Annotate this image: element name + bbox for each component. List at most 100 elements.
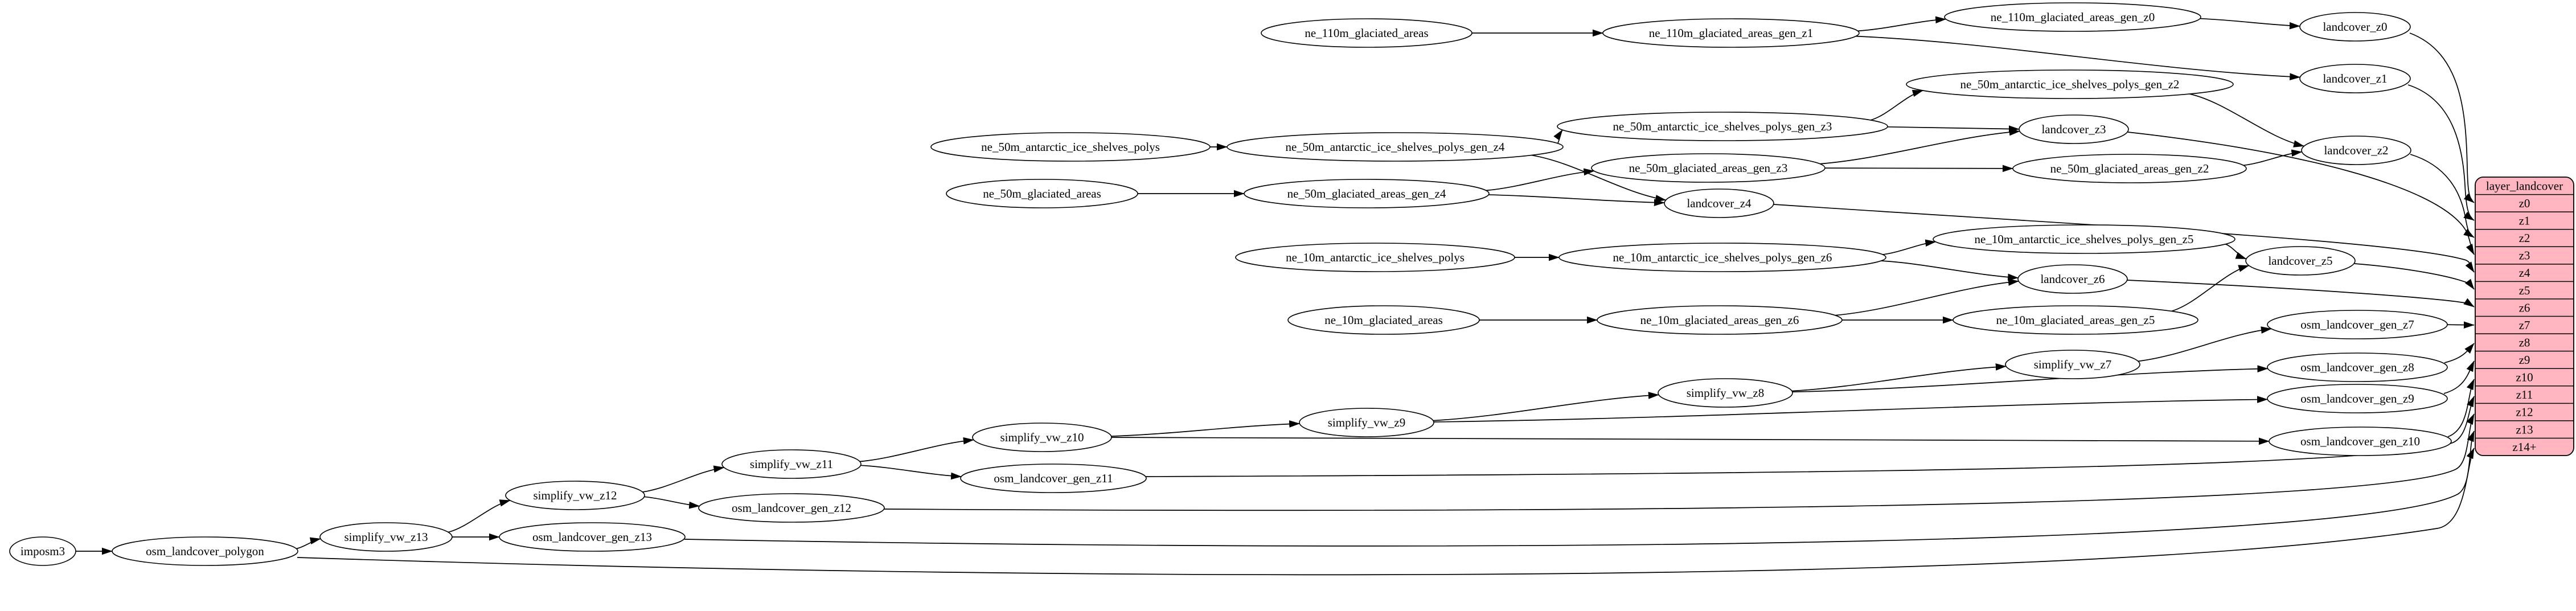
node-ellipse [2245, 246, 2356, 276]
node-landcover_z4: landcover_z4 [1664, 188, 1774, 218]
edges-layer [75, 16, 2475, 576]
table-row-z11: z11 [2516, 388, 2533, 401]
node-ellipse [698, 493, 885, 523]
node-osm_landcover_gen_z12: osm_landcover_gen_z12 [698, 493, 885, 523]
node-ellipse [1658, 378, 1793, 408]
node-osm_landcover_gen_z11: osm_landcover_gen_z11 [960, 464, 1147, 493]
node-label: simplify_vw_z13 [344, 530, 428, 544]
node-imposm3: imposm3 [9, 536, 76, 566]
node-simplify_vw_z12: simplify_vw_z12 [505, 481, 645, 510]
node-label: ne_10m_antarctic_ice_shelves_polys [1286, 251, 1465, 264]
table-row-z1: z1 [2519, 214, 2530, 228]
node-ellipse [499, 522, 686, 552]
node-ellipse [1952, 305, 2198, 335]
node-ellipse [2301, 136, 2411, 165]
node-label: ne_50m_glaciated_areas [983, 187, 1101, 200]
node-ellipse [505, 481, 645, 510]
table-row-z13: z13 [2516, 423, 2533, 436]
edge-ne_10m_antarctic_ice_shelves_polys_gen_z6-to-landcover_z6 [1881, 260, 2019, 281]
node-landcover_z1: landcover_z1 [2299, 64, 2411, 93]
edge-ne_10m_antarctic_ice_shelves_polys_gen_z5-to-landcover_z5 [2225, 243, 2247, 260]
node-ellipse [112, 536, 298, 566]
node-label: osm_landcover_gen_z7 [2300, 318, 2414, 331]
node-label: ne_10m_glaciated_areas [1324, 313, 1443, 327]
edge-landcover_z6-to-layer-landcover-z6 [2127, 280, 2475, 307]
table-row-z12: z12 [2516, 405, 2533, 419]
edge-ne_50m_antarctic_ice_shelves_polys_gen_z2-to-landcover_z2 [2189, 93, 2305, 147]
edge-osm_landcover_polygon-to-layer-landcover-z14+ [297, 448, 2475, 576]
edge-simplify_vw_z11-to-simplify_vw_z10 [859, 437, 974, 462]
node-ellipse [1933, 224, 2235, 254]
node-label: osm_landcover_gen_z12 [732, 501, 851, 515]
layer-landcover-table-title: layer_landcover [2486, 179, 2563, 192]
edge-simplify_vw_z8-to-osm_landcover_gen_z8 [1792, 365, 2269, 393]
node-label: ne_50m_glaciated_areas_gen_z4 [1287, 187, 1446, 200]
node-ne_10m_glaciated_areas_gen_z6: ne_10m_glaciated_areas_gen_z6 [1597, 305, 1843, 335]
node-simplify_vw_z10: simplify_vw_z10 [972, 423, 1112, 452]
edge-simplify_vw_z9-to-osm_landcover_gen_z9 [1433, 396, 2269, 423]
edge-simplify_vw_z11-to-osm_landcover_gen_z11 [860, 465, 962, 480]
node-label: landcover_z1 [2323, 72, 2387, 85]
node-ne_50m_antarctic_ice_shelves_polys_gen_z2: ne_50m_antarctic_ice_shelves_polys_gen_z… [1906, 69, 2234, 99]
node-ellipse [972, 423, 1112, 452]
table-row-z5: z5 [2519, 284, 2530, 297]
node-label: simplify_vw_z7 [2034, 358, 2112, 371]
node-label: landcover_z3 [2041, 122, 2106, 136]
node-label: simplify_vw_z8 [1687, 386, 1765, 400]
node-ellipse [1261, 18, 1472, 48]
edge-simplify_vw_z10-to-osm_landcover_gen_z10 [1111, 437, 2270, 445]
node-label: landcover_z0 [2323, 20, 2387, 34]
table-row-z3: z3 [2519, 249, 2530, 263]
node-landcover_z2: landcover_z2 [2301, 136, 2411, 165]
node-label: imposm3 [20, 544, 65, 558]
edge-ne_50m_glaciated_areas_gen_z4-to-landcover_z4 [1488, 194, 1665, 206]
node-label: ne_10m_antarctic_ice_shelves_polys_gen_z… [1975, 232, 2194, 246]
node-ellipse [1944, 2, 2201, 32]
node-ellipse [2005, 350, 2140, 379]
node-label: ne_10m_glaciated_areas_gen_z5 [1996, 313, 2155, 327]
node-osm_landcover_gen_z7: osm_landcover_gen_z7 [2267, 310, 2448, 339]
edge-osm_landcover_gen_z8-to-layer-landcover-z8 [2444, 343, 2475, 363]
edge-simplify_vw_z7-to-osm_landcover_gen_z7 [2138, 326, 2272, 362]
node-label: osm_landcover_gen_z13 [532, 530, 652, 544]
node-ellipse [2267, 384, 2448, 413]
node-ellipse [1597, 305, 1843, 335]
node-ellipse [960, 464, 1147, 493]
table-row-z7: z7 [2519, 318, 2530, 332]
edge-ne_10m_glaciated_areas_gen_z5-to-landcover_z5 [2171, 265, 2250, 312]
node-ellipse [1287, 305, 1480, 335]
node-label: ne_110m_glaciated_areas_gen_z1 [1649, 26, 1813, 40]
edge-ne_50m_antarctic_ice_shelves_polys_gen_z3-to-ne_50m_antarctic_ice_shelves_polys_gen_z2 [1870, 89, 1923, 121]
edge-simplify_vw_z10-to-simplify_vw_z9 [1111, 420, 1301, 437]
node-label: ne_50m_antarctic_ice_shelves_polys_gen_z… [1960, 77, 2180, 91]
node-ellipse [2299, 64, 2411, 93]
node-ellipse [1299, 408, 1434, 437]
node-osm_landcover_polygon: osm_landcover_polygon [112, 536, 298, 566]
node-simplify_vw_z13: simplify_vw_z13 [319, 522, 453, 552]
node-ellipse [2267, 352, 2448, 382]
node-ellipse [1558, 243, 1886, 272]
node-label: landcover_z5 [2268, 254, 2332, 268]
edge-osm_landcover_gen_z10-to-layer-landcover-z10 [2447, 379, 2475, 437]
node-label: ne_50m_glaciated_areas_gen_z2 [2050, 162, 2209, 175]
edge-ne_50m_antarctic_ice_shelves_polys_gen_z4-to-ne_50m_antarctic_ice_shelves_polys_gen_z3 [1553, 129, 1563, 144]
node-label: ne_110m_glaciated_areas_gen_z0 [1991, 10, 2155, 24]
edge-ne_110m_glaciated_areas_gen_z1-to-landcover_z1 [1856, 35, 2301, 81]
node-osm_landcover_gen_z10: osm_landcover_gen_z10 [2269, 427, 2452, 456]
edge-ne_10m_glaciated_areas_gen_z6-to-landcover_z6 [1835, 278, 2019, 316]
node-ne_10m_glaciated_areas: ne_10m_glaciated_areas [1287, 305, 1480, 335]
node-label: osm_landcover_gen_z8 [2300, 360, 2414, 374]
node-label: osm_landcover_polygon [146, 544, 264, 558]
node-ellipse [319, 522, 453, 552]
edge-simplify_vw_z9-to-simplify_vw_z8 [1433, 392, 1659, 421]
node-landcover_z0: landcover_z0 [2299, 12, 2411, 42]
node-ellipse [2017, 264, 2128, 294]
node-ne_110m_glaciated_areas: ne_110m_glaciated_areas [1261, 18, 1472, 48]
node-landcover_z6: landcover_z6 [2017, 264, 2128, 294]
node-ellipse [1235, 243, 1515, 272]
node-ne_10m_antarctic_ice_shelves_polys: ne_10m_antarctic_ice_shelves_polys [1235, 243, 1515, 272]
node-ellipse [1227, 132, 1564, 162]
table-row-z10: z10 [2516, 371, 2533, 384]
